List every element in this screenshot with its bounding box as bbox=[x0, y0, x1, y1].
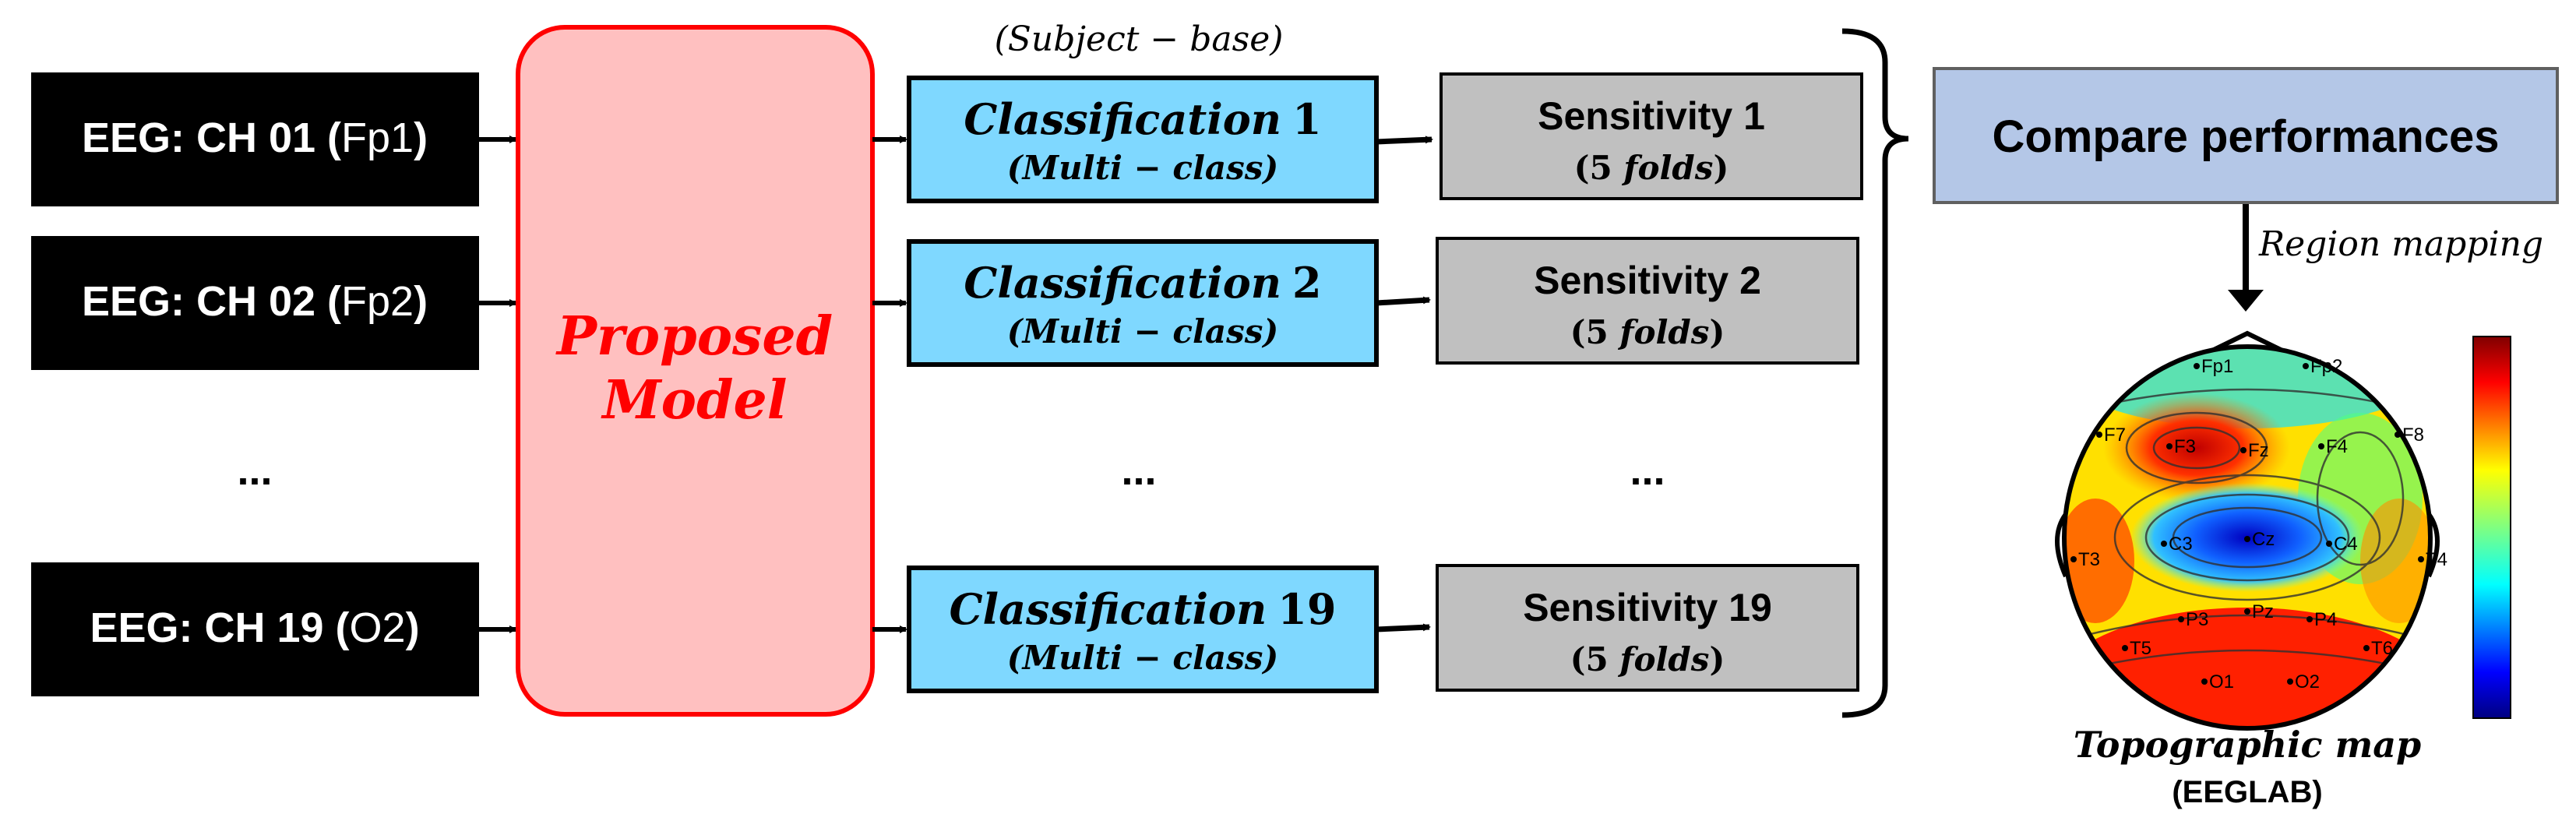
svg-text:F3: F3 bbox=[2174, 436, 2196, 457]
topomap-subtitle: (EEGLAB) bbox=[2172, 775, 2322, 809]
svg-text:C3: C3 bbox=[2169, 534, 2193, 555]
head-outline bbox=[2062, 344, 2433, 731]
svg-text:Fz: Fz bbox=[2248, 440, 2269, 461]
svg-text:T3: T3 bbox=[2078, 549, 2100, 570]
svg-text:EEG: CH 19 (O2): EEG: CH 19 (O2) bbox=[90, 604, 419, 651]
svg-text:T4: T4 bbox=[2426, 549, 2447, 570]
input-channel: Fp1 bbox=[341, 115, 414, 161]
sensitivity-title: Sensitivity 19 bbox=[1523, 586, 1772, 629]
model-title-line2: Model bbox=[601, 369, 787, 432]
svg-text:(5 folds): (5 folds) bbox=[1570, 313, 1725, 351]
input-ch02: EEG: CH 02 (Fp2) bbox=[31, 236, 479, 370]
classification-ellipsis: ... bbox=[1121, 447, 1156, 494]
svg-text:F8: F8 bbox=[2402, 425, 2424, 446]
region-mapping-label: Region mapping bbox=[2258, 224, 2543, 264]
svg-text:F4: F4 bbox=[2326, 436, 2348, 457]
classification-sub: (Multi − class) bbox=[1007, 312, 1279, 351]
svg-text:P4: P4 bbox=[2314, 609, 2337, 630]
classification-sub: (Multi − class) bbox=[1007, 149, 1279, 187]
input-label: EEG: CH 01 ( bbox=[82, 115, 341, 161]
svg-text:(5 folds): (5 folds) bbox=[1574, 149, 1729, 187]
sensitivity-1: Sensitivity 1 (5 folds) bbox=[1440, 72, 1863, 200]
topomap-title: Topographic map bbox=[2074, 724, 2421, 766]
right-ear-icon bbox=[2426, 513, 2440, 578]
svg-text:C4: C4 bbox=[2334, 534, 2358, 555]
svg-text:Fp2: Fp2 bbox=[2310, 356, 2342, 377]
model-arrows bbox=[872, 136, 907, 633]
compare-performances-box: Compare performances bbox=[1933, 67, 2559, 204]
svg-text:O2: O2 bbox=[2295, 671, 2320, 692]
svg-text:EEG: CH 01 (Fp1): EEG: CH 01 (Fp1) bbox=[82, 115, 428, 161]
svg-text:Fp1: Fp1 bbox=[2201, 356, 2233, 377]
compare-label: Compare performances bbox=[1992, 111, 2499, 162]
sensitivity-title: Sensitivity 2 bbox=[1534, 259, 1761, 302]
classification-arrows bbox=[1376, 136, 1433, 632]
input-arrows bbox=[479, 136, 517, 633]
svg-text:O1: O1 bbox=[2209, 671, 2234, 692]
subject-base-label: (Subject − base) bbox=[995, 19, 1284, 59]
classification-sub: (Multi − class) bbox=[1007, 639, 1279, 677]
input-channel: O2 bbox=[350, 604, 406, 651]
right-brace bbox=[1841, 28, 1909, 718]
arrow-head-icon bbox=[2228, 290, 2264, 312]
left-ear-icon bbox=[2055, 513, 2068, 578]
input-label: EEG: CH 02 ( bbox=[82, 278, 341, 325]
input-ch01: EEG: CH 01 (Fp1) bbox=[31, 72, 479, 206]
svg-text:EEG: CH 02 (Fp2): EEG: CH 02 (Fp2) bbox=[82, 278, 428, 325]
input-channel: Fp2 bbox=[341, 278, 414, 325]
proposed-model-box: Proposed Model bbox=[516, 25, 875, 717]
svg-text:Cz: Cz bbox=[2252, 529, 2275, 550]
svg-text:Pz: Pz bbox=[2252, 601, 2274, 622]
svg-text:F7: F7 bbox=[2104, 425, 2126, 446]
input-ch19: EEG: CH 19 (O2) bbox=[31, 562, 479, 696]
colorbar bbox=[2472, 336, 2511, 719]
sensitivity-2: Sensitivity 2 (5 folds) bbox=[1436, 237, 1859, 365]
svg-text:T5: T5 bbox=[2130, 638, 2151, 659]
topographic-map: Fp1 Fp2 F7 F3 Fz F4 F8 T3 C3 Cz C4 T4 T5… bbox=[2055, 330, 2447, 809]
input-ellipsis: ... bbox=[237, 447, 272, 494]
svg-text:T6: T6 bbox=[2371, 638, 2393, 659]
input-label: EEG: CH 19 ( bbox=[90, 604, 349, 651]
model-title-line1: Proposed bbox=[555, 305, 833, 368]
svg-text:(5 folds): (5 folds) bbox=[1570, 640, 1725, 678]
svg-text:P3: P3 bbox=[2186, 609, 2208, 630]
sensitivity-title: Sensitivity 1 bbox=[1538, 94, 1765, 138]
sensitivity-19: Sensitivity 19 (5 folds) bbox=[1436, 564, 1859, 692]
nose-icon bbox=[2211, 330, 2284, 353]
sensitivity-ellipsis: ... bbox=[1630, 447, 1665, 494]
